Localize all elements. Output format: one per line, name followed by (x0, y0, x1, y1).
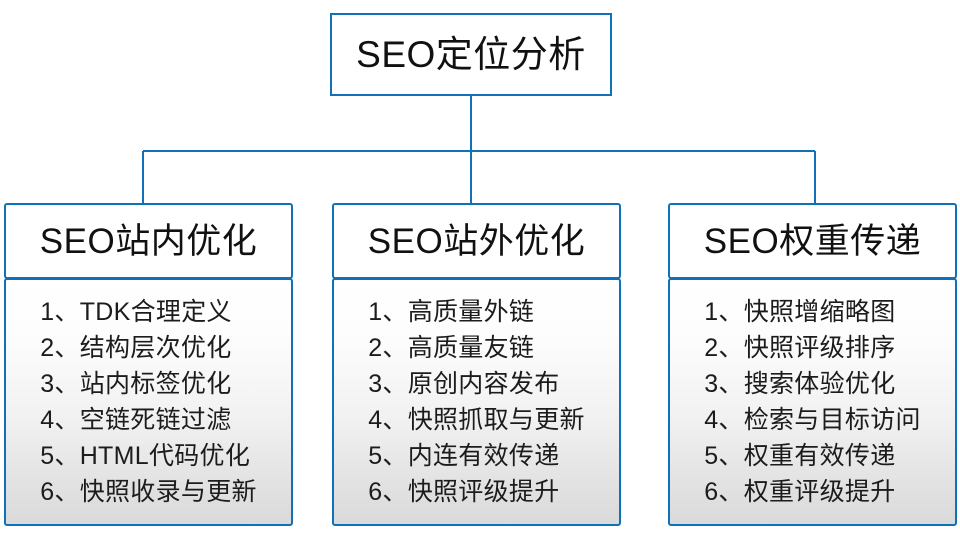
branch-column-2: SEO站外优化 1、高质量外链 2、高质量友链 3、原创内容发布 4、快照抓取与… (332, 203, 621, 526)
branch-body-2: 1、高质量外链 2、高质量友链 3、原创内容发布 4、快照抓取与更新 5、内连有… (332, 278, 621, 526)
branch-body-1: 1、TDK合理定义 2、结构层次优化 3、站内标签优化 4、空链死链过滤 5、H… (4, 278, 293, 526)
list-item: 3、站内标签优化 (40, 370, 232, 398)
root-node-label: SEO定位分析 (356, 34, 586, 75)
list-item: 4、空链死链过滤 (40, 406, 232, 434)
list-item: 1、高质量外链 (368, 298, 535, 326)
list-item: 3、搜索体验优化 (704, 370, 896, 398)
root-node[interactable]: SEO定位分析 (330, 13, 612, 96)
list-item: 1、TDK合理定义 (40, 298, 232, 326)
branch-header-2[interactable]: SEO站外优化 (332, 203, 621, 279)
list-item: 6、快照收录与更新 (40, 478, 257, 506)
branch-list-3: 1、快照增缩略图 2、快照评级排序 3、搜索体验优化 4、检索与目标访问 5、权… (704, 294, 921, 510)
branch-list-2: 1、高质量外链 2、高质量友链 3、原创内容发布 4、快照抓取与更新 5、内连有… (368, 294, 585, 510)
list-item: 6、快照评级提升 (368, 478, 560, 506)
branch-header-3[interactable]: SEO权重传递 (668, 203, 957, 279)
branch-column-3: SEO权重传递 1、快照增缩略图 2、快照评级排序 3、搜索体验优化 4、检索与… (668, 203, 957, 526)
branch-list-1: 1、TDK合理定义 2、结构层次优化 3、站内标签优化 4、空链死链过滤 5、H… (40, 294, 257, 510)
branch-title-2: SEO站外优化 (367, 221, 586, 261)
list-item: 5、HTML代码优化 (40, 442, 251, 470)
list-item: 3、原创内容发布 (368, 370, 560, 398)
branch-body-3: 1、快照增缩略图 2、快照评级排序 3、搜索体验优化 4、检索与目标访问 5、权… (668, 278, 957, 526)
list-item: 2、高质量友链 (368, 334, 535, 362)
list-item: 5、内连有效传递 (368, 442, 560, 470)
branch-column-1: SEO站内优化 1、TDK合理定义 2、结构层次优化 3、站内标签优化 4、空链… (4, 203, 293, 526)
branch-title-1: SEO站内优化 (39, 221, 258, 261)
list-item: 2、快照评级排序 (704, 334, 896, 362)
list-item: 5、权重有效传递 (704, 442, 896, 470)
branch-title-3: SEO权重传递 (703, 221, 922, 261)
list-item: 1、快照增缩略图 (704, 298, 896, 326)
list-item: 4、快照抓取与更新 (368, 406, 585, 434)
list-item: 6、权重评级提升 (704, 478, 896, 506)
branch-header-1[interactable]: SEO站内优化 (4, 203, 293, 279)
list-item: 2、结构层次优化 (40, 334, 232, 362)
list-item: 4、检索与目标访问 (704, 406, 921, 434)
